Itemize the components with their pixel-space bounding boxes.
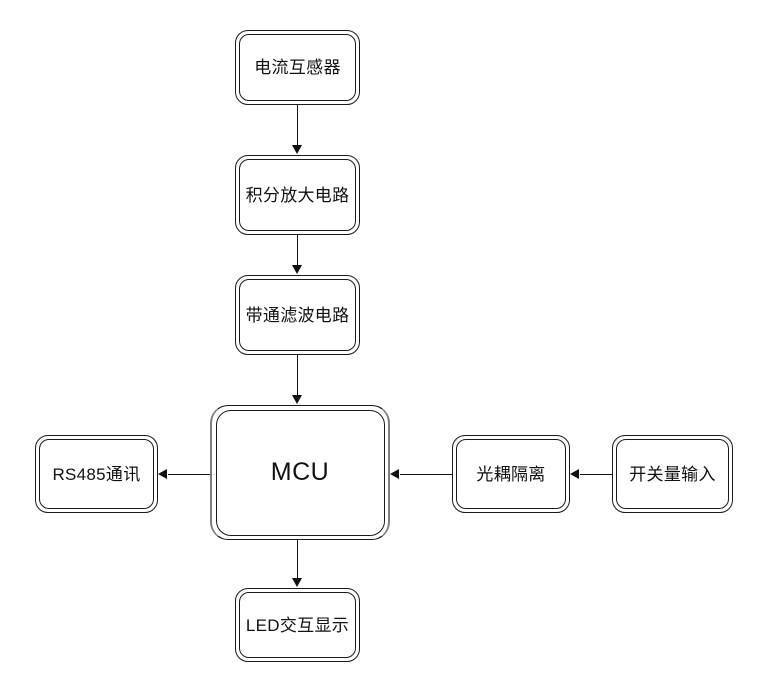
arrowhead-left-icon bbox=[158, 469, 167, 479]
edge-line bbox=[168, 474, 210, 475]
node-label: MCU bbox=[270, 458, 330, 486]
arrowhead-down-icon bbox=[292, 578, 302, 587]
edge-line bbox=[580, 474, 612, 475]
node-label: 积分放大电路 bbox=[245, 185, 350, 205]
node-label: 光耦隔离 bbox=[476, 464, 546, 484]
node-switch-input[interactable]: 开关量输入 bbox=[612, 435, 733, 513]
edge-line bbox=[297, 540, 298, 582]
arrowhead-left-icon bbox=[570, 469, 579, 479]
node-label: 电流互感器 bbox=[254, 58, 341, 77]
arrowhead-left-icon bbox=[390, 469, 399, 479]
node-label: 开关量输入 bbox=[629, 464, 716, 484]
edge-line bbox=[297, 235, 298, 267]
arrowhead-down-icon bbox=[292, 145, 302, 154]
node-led-display[interactable]: LED交互显示 bbox=[235, 588, 360, 662]
node-current-transformer[interactable]: 电流互感器 bbox=[235, 30, 360, 105]
arrowhead-down-icon bbox=[292, 395, 302, 404]
edge-line bbox=[297, 355, 298, 397]
node-mcu[interactable]: MCU bbox=[210, 405, 390, 540]
arrowhead-down-icon bbox=[292, 265, 302, 274]
edge-line bbox=[297, 105, 298, 147]
node-label: LED交互显示 bbox=[245, 615, 350, 635]
node-integrator-amplifier[interactable]: 积分放大电路 bbox=[235, 155, 360, 235]
node-label: RS485通讯 bbox=[52, 464, 141, 484]
node-label: 带通滤波电路 bbox=[245, 305, 350, 325]
edge-line bbox=[400, 474, 452, 475]
node-bandpass-filter[interactable]: 带通滤波电路 bbox=[235, 275, 360, 355]
node-optocoupler-isolation[interactable]: 光耦隔离 bbox=[452, 435, 570, 513]
node-rs485-communication[interactable]: RS485通讯 bbox=[35, 435, 158, 513]
